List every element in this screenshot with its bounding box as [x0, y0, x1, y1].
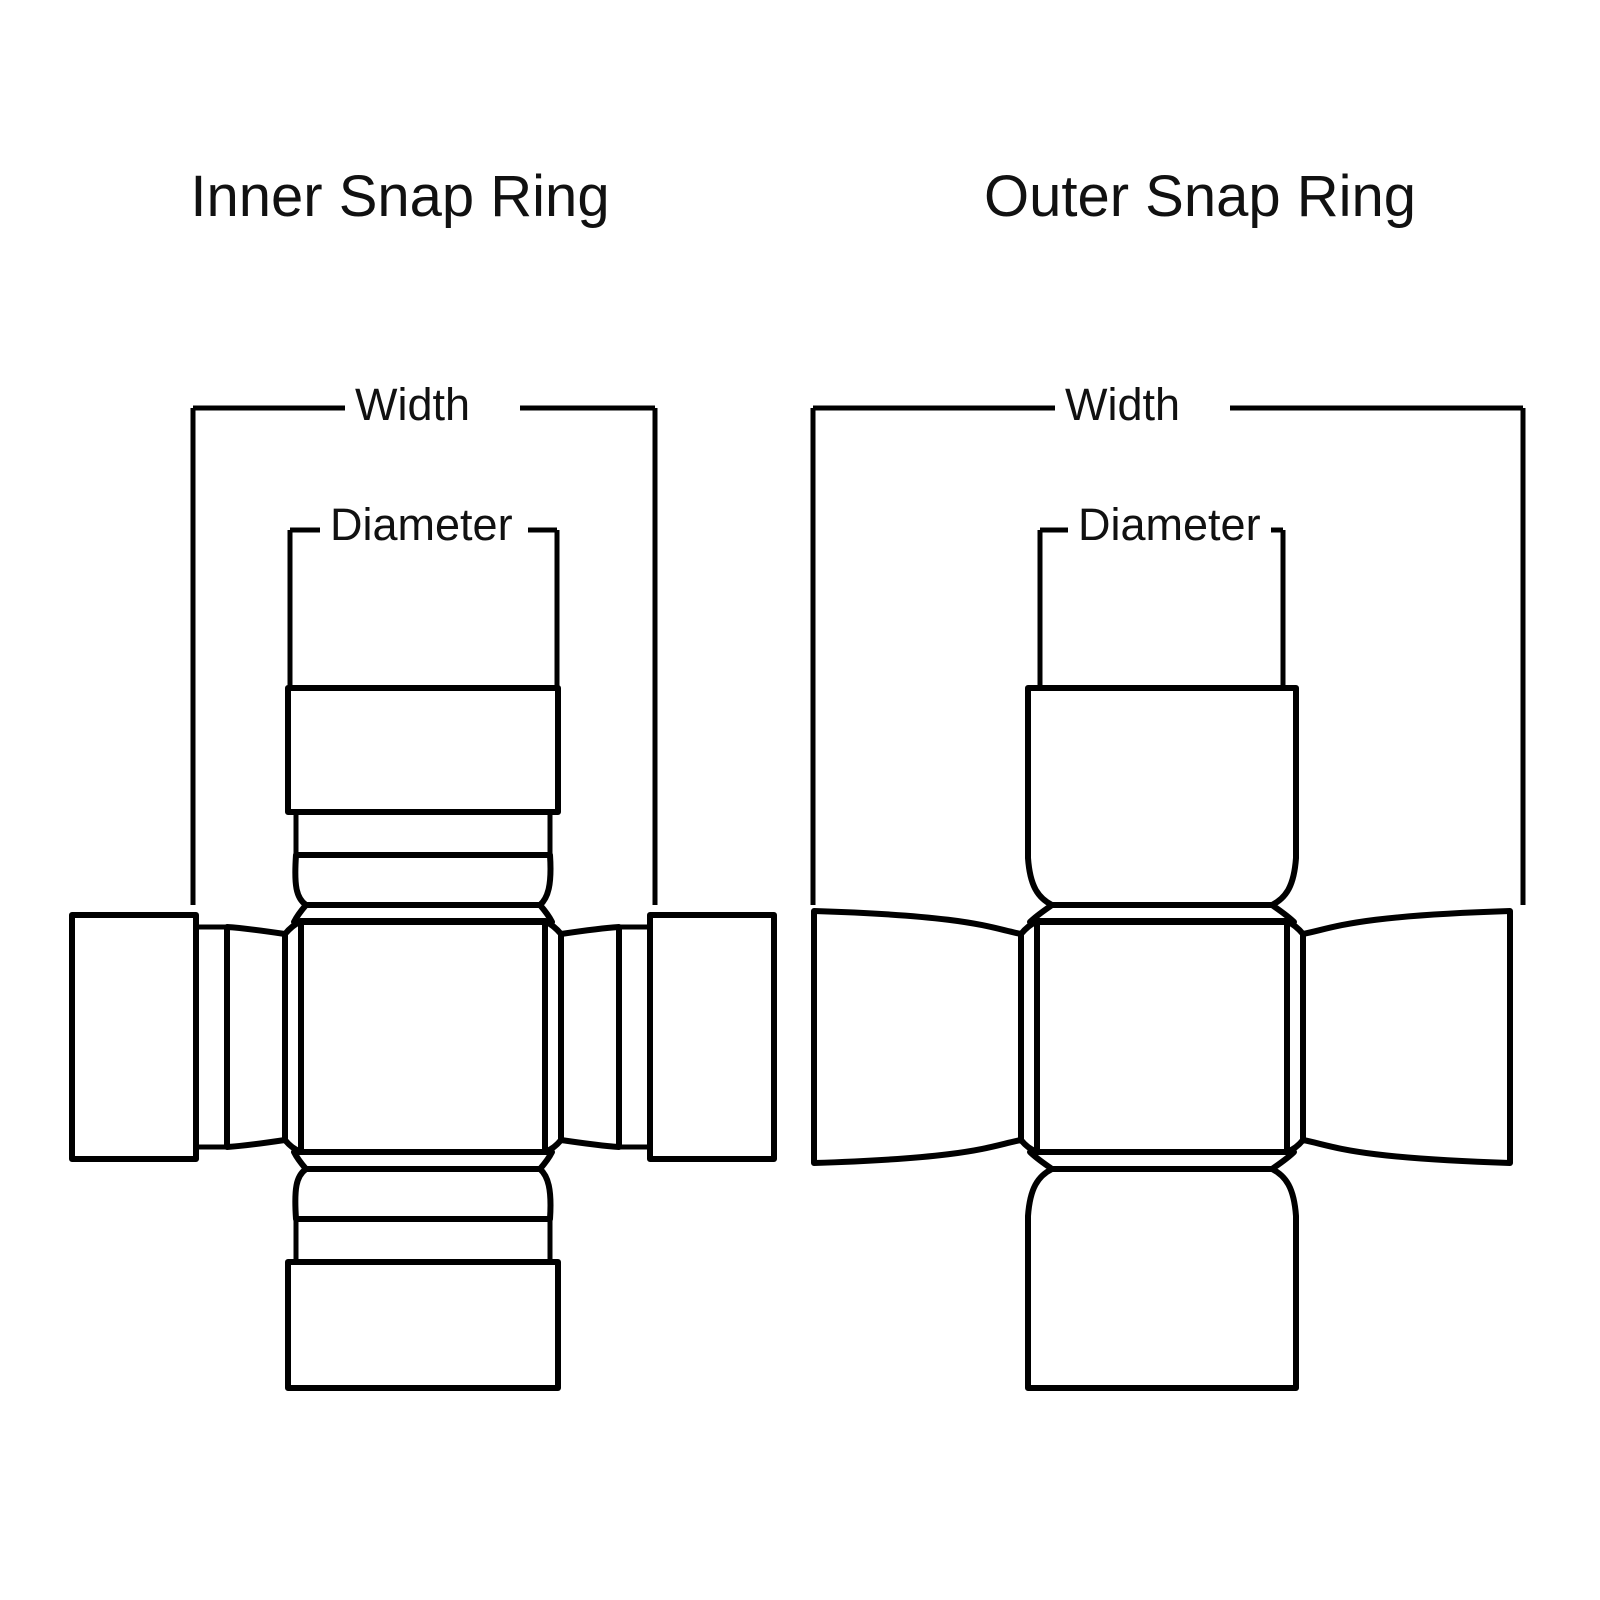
bottom-bearing-cap-outer [1025, 1149, 1299, 1391]
left-bearing-cap-outer [811, 908, 1040, 1166]
right-bearing-cap-inner [542, 912, 777, 1162]
width-label-inner: Width [345, 382, 481, 427]
top-bearing-cap-outer [1025, 685, 1299, 925]
diagram-outer-snap-ring: Outer Snap Ring [800, 0, 1600, 1600]
top-bearing-cap-inner [285, 685, 561, 925]
bottom-bearing-cap-inner [285, 1149, 561, 1391]
width-dimension-bracket-inner [190, 405, 658, 905]
diagram-inner-snap-ring: Inner Snap Ring [69, 164, 777, 1391]
diameter-label-outer: Diameter [1068, 502, 1271, 547]
right-bearing-cap-outer [1284, 908, 1513, 1166]
diameter-dimension-bracket-outer [1037, 527, 1286, 688]
diameter-dimension-bracket-inner [287, 527, 560, 688]
outer-snap-ring-linework [810, 405, 1526, 1391]
center-cross-hub-outer [1034, 918, 1290, 1155]
inner-snap-ring-linework [69, 405, 777, 1391]
width-label-outer: Width [1055, 382, 1191, 427]
left-bearing-cap-inner [69, 912, 304, 1162]
title-inner-snap-ring: Inner Snap Ring [190, 164, 610, 229]
diameter-label-inner: Diameter [320, 502, 523, 547]
center-cross-hub-inner [298, 918, 548, 1155]
title-outer-snap-ring: Outer Snap Ring [983, 164, 1417, 229]
width-dimension-bracket-outer [810, 405, 1526, 905]
